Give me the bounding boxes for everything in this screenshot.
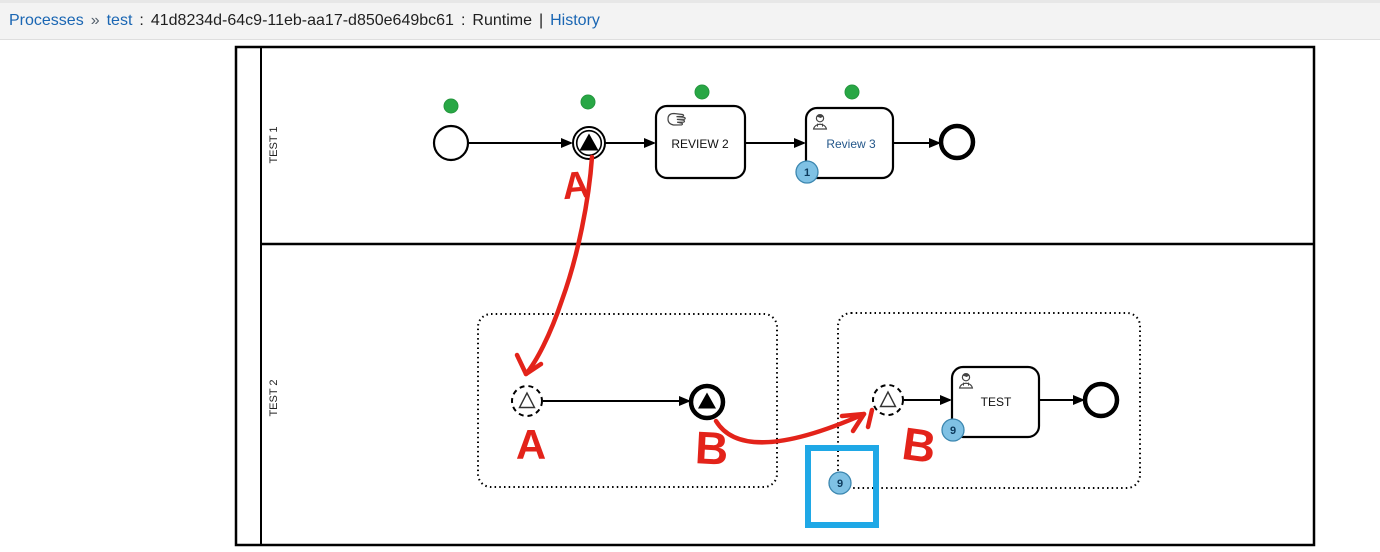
annotation-arrow-b [713, 411, 867, 445]
signal-start-event-a[interactable] [511, 385, 543, 417]
annotation-letter-b1: B [694, 421, 730, 475]
svg-text:1: 1 [804, 167, 810, 179]
task-label: TEST [981, 395, 1012, 409]
signal-start-event-b[interactable] [872, 384, 904, 416]
signal-triangle-icon [879, 390, 897, 408]
process-instance-id: 41d8234d-64c9-11eb-aa17-d850e649bc61 [150, 12, 454, 29]
signal-triangle-icon [518, 391, 536, 409]
signal-triangle-icon [579, 133, 599, 151]
start-event[interactable] [432, 124, 470, 162]
breadcrumb-process-link[interactable]: test [106, 12, 133, 29]
activity-instance-badge: 1 [795, 160, 819, 184]
lane-label-test1: TEST 1 [268, 126, 280, 163]
svg-text:9: 9 [950, 425, 956, 437]
event-subprocess-left[interactable] [477, 313, 778, 488]
red-annotations: A A B B [514, 154, 939, 475]
end-event[interactable] [1082, 381, 1120, 419]
annotation-letter-a2: A [516, 421, 546, 468]
runtime-tab-label: Runtime [472, 12, 532, 29]
breadcrumb-processes-link[interactable]: Processes [9, 12, 84, 29]
task-review2[interactable]: REVIEW 2 [654, 104, 747, 180]
highlight-box [805, 445, 879, 528]
task-label: Review 3 [826, 137, 876, 151]
running-marker-icon [580, 94, 596, 110]
breadcrumb-colon2: : [460, 12, 466, 29]
task-test[interactable]: TEST 9 [941, 365, 1041, 442]
process-pool: TEST 1 TEST 2 [234, 45, 1316, 547]
running-marker-icon [844, 84, 860, 100]
annotation-letter-b2: B [899, 417, 939, 473]
manual-task-icon [667, 112, 686, 126]
running-marker-icon [443, 98, 459, 114]
subprocess-instance-badge: 9 [828, 471, 852, 495]
lane-test1-flow: REVIEW 2 Review 3 1 [432, 84, 976, 184]
lane-label-test2: TEST 2 [268, 379, 280, 416]
annotation-arrowhead-a [514, 352, 544, 377]
annotation-arrowhead-b [839, 407, 875, 434]
activity-instance-badge: 9 [941, 418, 965, 442]
end-event[interactable] [938, 123, 976, 161]
breadcrumb: Processes » test : 41d8234d-64c9-11eb-aa… [0, 12, 600, 30]
annotation-letter-a1: A [560, 164, 591, 208]
breadcrumb-colon: : [139, 12, 144, 29]
svg-text:9: 9 [837, 478, 843, 490]
lane-test2-flow: TEST 9 [477, 312, 1141, 489]
task-review3[interactable]: Review 3 1 [795, 106, 895, 184]
signal-end-event-b[interactable] [688, 383, 726, 421]
running-marker-icon [694, 84, 710, 100]
signal-triangle-icon [698, 392, 716, 409]
task-label: REVIEW 2 [671, 137, 729, 151]
breadcrumb-pipe: | [538, 12, 544, 29]
annotation-arrow-a [523, 154, 595, 377]
signal-throw-event[interactable] [572, 126, 606, 160]
history-tab-link[interactable]: History [550, 12, 600, 29]
breadcrumb-bar: Processes » test : 41d8234d-64c9-11eb-aa… [0, 0, 1380, 40]
breadcrumb-separator: » [90, 12, 100, 29]
